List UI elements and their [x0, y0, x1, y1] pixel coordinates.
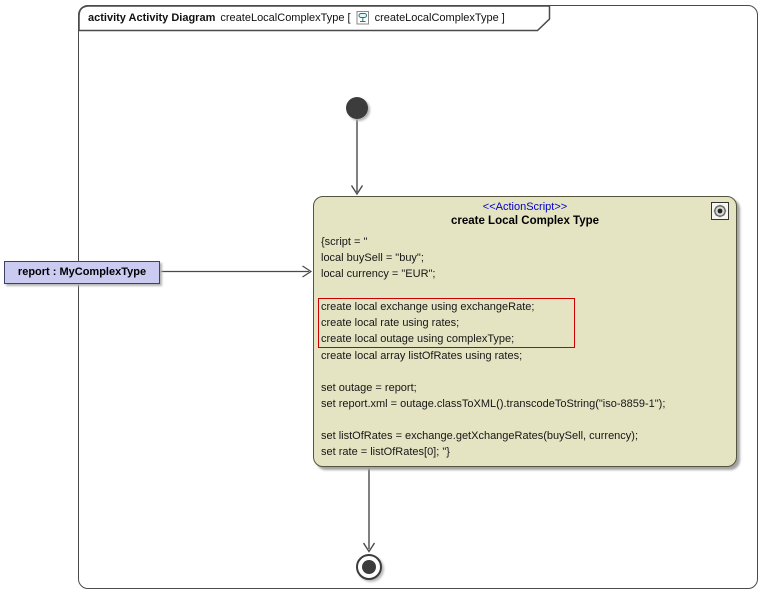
frame-title-pentagon	[78, 5, 551, 32]
script-line: set rate = listOfRates[0]; "}	[321, 446, 450, 458]
script-line: local buySell = "buy";	[321, 252, 424, 264]
script-line: set listOfRates = exchange.getXchangeRat…	[321, 430, 639, 442]
action-stereotype: <<ActionScript>>	[482, 201, 568, 213]
script-line: local currency = "EUR";	[321, 268, 436, 280]
script-line-highlighted: create local rate using rates;	[321, 317, 460, 329]
script-line-highlighted: create local outage using complexType;	[321, 333, 515, 345]
script-line: set outage = report;	[321, 382, 417, 394]
frame-title-keyword: activity Activity Diagram	[88, 11, 216, 24]
frame-title: activity Activity Diagram createLocalCom…	[88, 9, 505, 26]
script-line	[321, 282, 736, 298]
action-script-body: {script = " local buySell = "buy"; local…	[318, 234, 736, 460]
initial-node[interactable]	[346, 97, 368, 119]
frame-title-ref: createLocalComplexType ]	[374, 11, 505, 24]
final-node[interactable]	[356, 554, 382, 580]
script-line: create local array listOfRates using rat…	[321, 350, 523, 362]
action-name: create Local Complex Type	[450, 215, 600, 227]
activity-diagram-icon	[356, 11, 369, 25]
script-line	[321, 412, 736, 428]
script-line: {script = "	[321, 236, 368, 248]
highlight-box[interactable]: create local exchange using exchangeRate…	[318, 298, 575, 348]
action-node[interactable]: <<ActionScript>> create Local Complex Ty…	[313, 196, 737, 467]
final-node-dot	[362, 560, 376, 574]
script-line-highlighted: create local exchange using exchangeRate…	[321, 301, 535, 313]
frame-title-name: createLocalComplexType [	[220, 11, 351, 24]
script-line: set report.xml = outage.classToXML().tra…	[321, 398, 666, 410]
object-node-report[interactable]: report : MyComplexType	[4, 261, 160, 284]
behavior-gear-icon[interactable]	[711, 202, 729, 220]
script-line	[321, 364, 736, 380]
